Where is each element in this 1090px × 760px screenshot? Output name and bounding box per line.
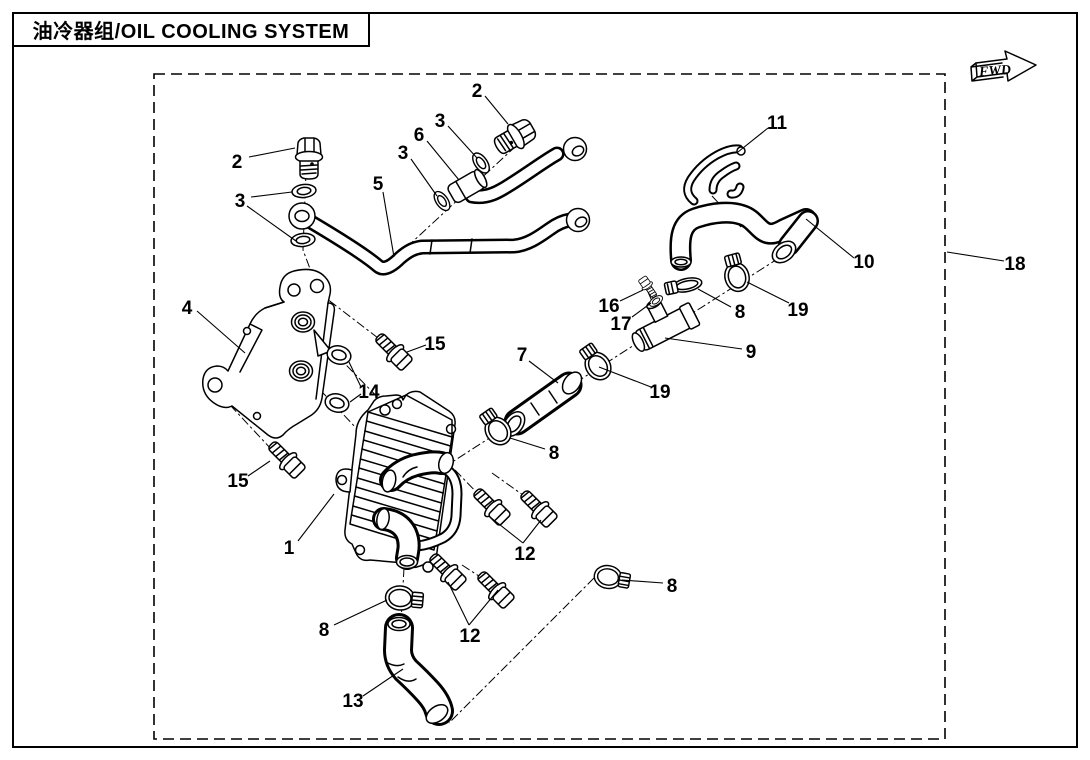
leader-line-8	[697, 288, 732, 308]
leader-line-8	[333, 599, 388, 626]
fwd-arrow-icon: FWD	[970, 50, 1037, 82]
callout-8: 8	[667, 576, 678, 597]
leader-line-12	[447, 581, 470, 626]
assembly-frame-dashed-box	[153, 73, 946, 740]
part-2-banjo-bolt	[489, 114, 540, 160]
callout-10: 10	[853, 252, 874, 273]
part-19-clamp	[718, 250, 754, 295]
callout-1: 1	[284, 538, 295, 559]
leader-line-3	[246, 205, 297, 242]
callout-13: 13	[342, 691, 363, 712]
leader-line-8	[621, 579, 664, 584]
callout-3: 3	[398, 143, 409, 164]
callout-19: 19	[649, 382, 670, 403]
callout-7: 7	[517, 345, 528, 366]
leader-line-15	[247, 460, 271, 477]
callout-19: 19	[787, 300, 808, 321]
callout-6: 6	[414, 125, 425, 146]
callout-12: 12	[459, 626, 480, 647]
leader-line-2	[484, 95, 509, 125]
part-8-clamp	[591, 562, 633, 593]
part-12-bolts	[423, 482, 561, 612]
title-box: 油冷器组/OIL COOLING SYSTEM	[12, 12, 370, 47]
callout-16: 16	[598, 296, 619, 317]
leader-line-1	[297, 493, 335, 542]
callout-2: 2	[232, 152, 243, 173]
part-1-oil-cooler	[335, 390, 463, 573]
leader-line-9	[664, 337, 743, 350]
leader-line-17	[631, 302, 652, 318]
part-14-o-rings	[322, 342, 354, 416]
leader-line-18	[946, 251, 1005, 262]
callout-8: 8	[319, 620, 330, 641]
part-15-bolt	[369, 327, 416, 374]
leader-line-19	[598, 366, 652, 388]
callout-3: 3	[235, 191, 246, 212]
callout-9: 9	[746, 342, 757, 363]
callout-8: 8	[735, 302, 746, 323]
callout-2: 2	[472, 81, 483, 102]
leader-line-16	[619, 289, 644, 302]
leader-line-19	[746, 281, 790, 304]
part-6-union-fitting-hose	[430, 114, 588, 214]
callout-15: 15	[227, 471, 249, 492]
part-7-hose	[502, 371, 583, 437]
callout-11: 11	[767, 113, 788, 134]
part-9-t-fitting	[631, 274, 701, 352]
callout-15: 15	[424, 334, 446, 355]
part-15-bolt	[262, 435, 309, 482]
leader-line-7	[528, 360, 559, 384]
leader-line-13	[362, 668, 404, 697]
leader-line-15	[406, 344, 427, 353]
callout-17: 17	[610, 314, 631, 335]
leader-line-2	[248, 147, 296, 158]
callout-12: 12	[514, 544, 535, 565]
part-11-hook-clip	[683, 144, 746, 206]
part-3-washer	[290, 182, 318, 200]
leader-line-12	[468, 589, 499, 626]
leader-line-3	[410, 158, 438, 197]
leader-line-6	[426, 140, 460, 181]
fwd-arrow-label: FWD	[978, 63, 1012, 80]
leader-line-3	[447, 125, 478, 159]
leader-line-5	[382, 191, 395, 258]
leader-line-10	[805, 218, 855, 259]
part-2-banjo-bolt-stack	[288, 137, 324, 249]
leader-line-4	[196, 310, 246, 354]
part-2-banjo-bolt	[294, 137, 324, 180]
leader-line-12	[489, 516, 524, 544]
leader-line-12	[522, 519, 542, 544]
leader-line-3	[250, 191, 293, 198]
callout-18: 18	[1004, 254, 1025, 275]
part-13-hose	[383, 613, 454, 726]
callout-8: 8	[549, 443, 560, 464]
page-title: 油冷器组/OIL COOLING SYSTEM	[32, 21, 350, 43]
part-10-hose	[669, 201, 819, 271]
leader-line-11	[737, 127, 769, 153]
callout-5: 5	[373, 174, 384, 195]
leader-line-14	[349, 393, 362, 403]
callout-14: 14	[358, 382, 380, 403]
part-5-oil-hose	[303, 207, 591, 276]
callout-4: 4	[182, 298, 193, 319]
part-4-bracket	[201, 268, 336, 439]
leader-line-14	[348, 361, 362, 388]
callout-3: 3	[435, 111, 446, 132]
part-8-clamp	[663, 277, 703, 296]
part-8-clamp	[383, 584, 425, 613]
leader-line-8	[509, 437, 546, 450]
